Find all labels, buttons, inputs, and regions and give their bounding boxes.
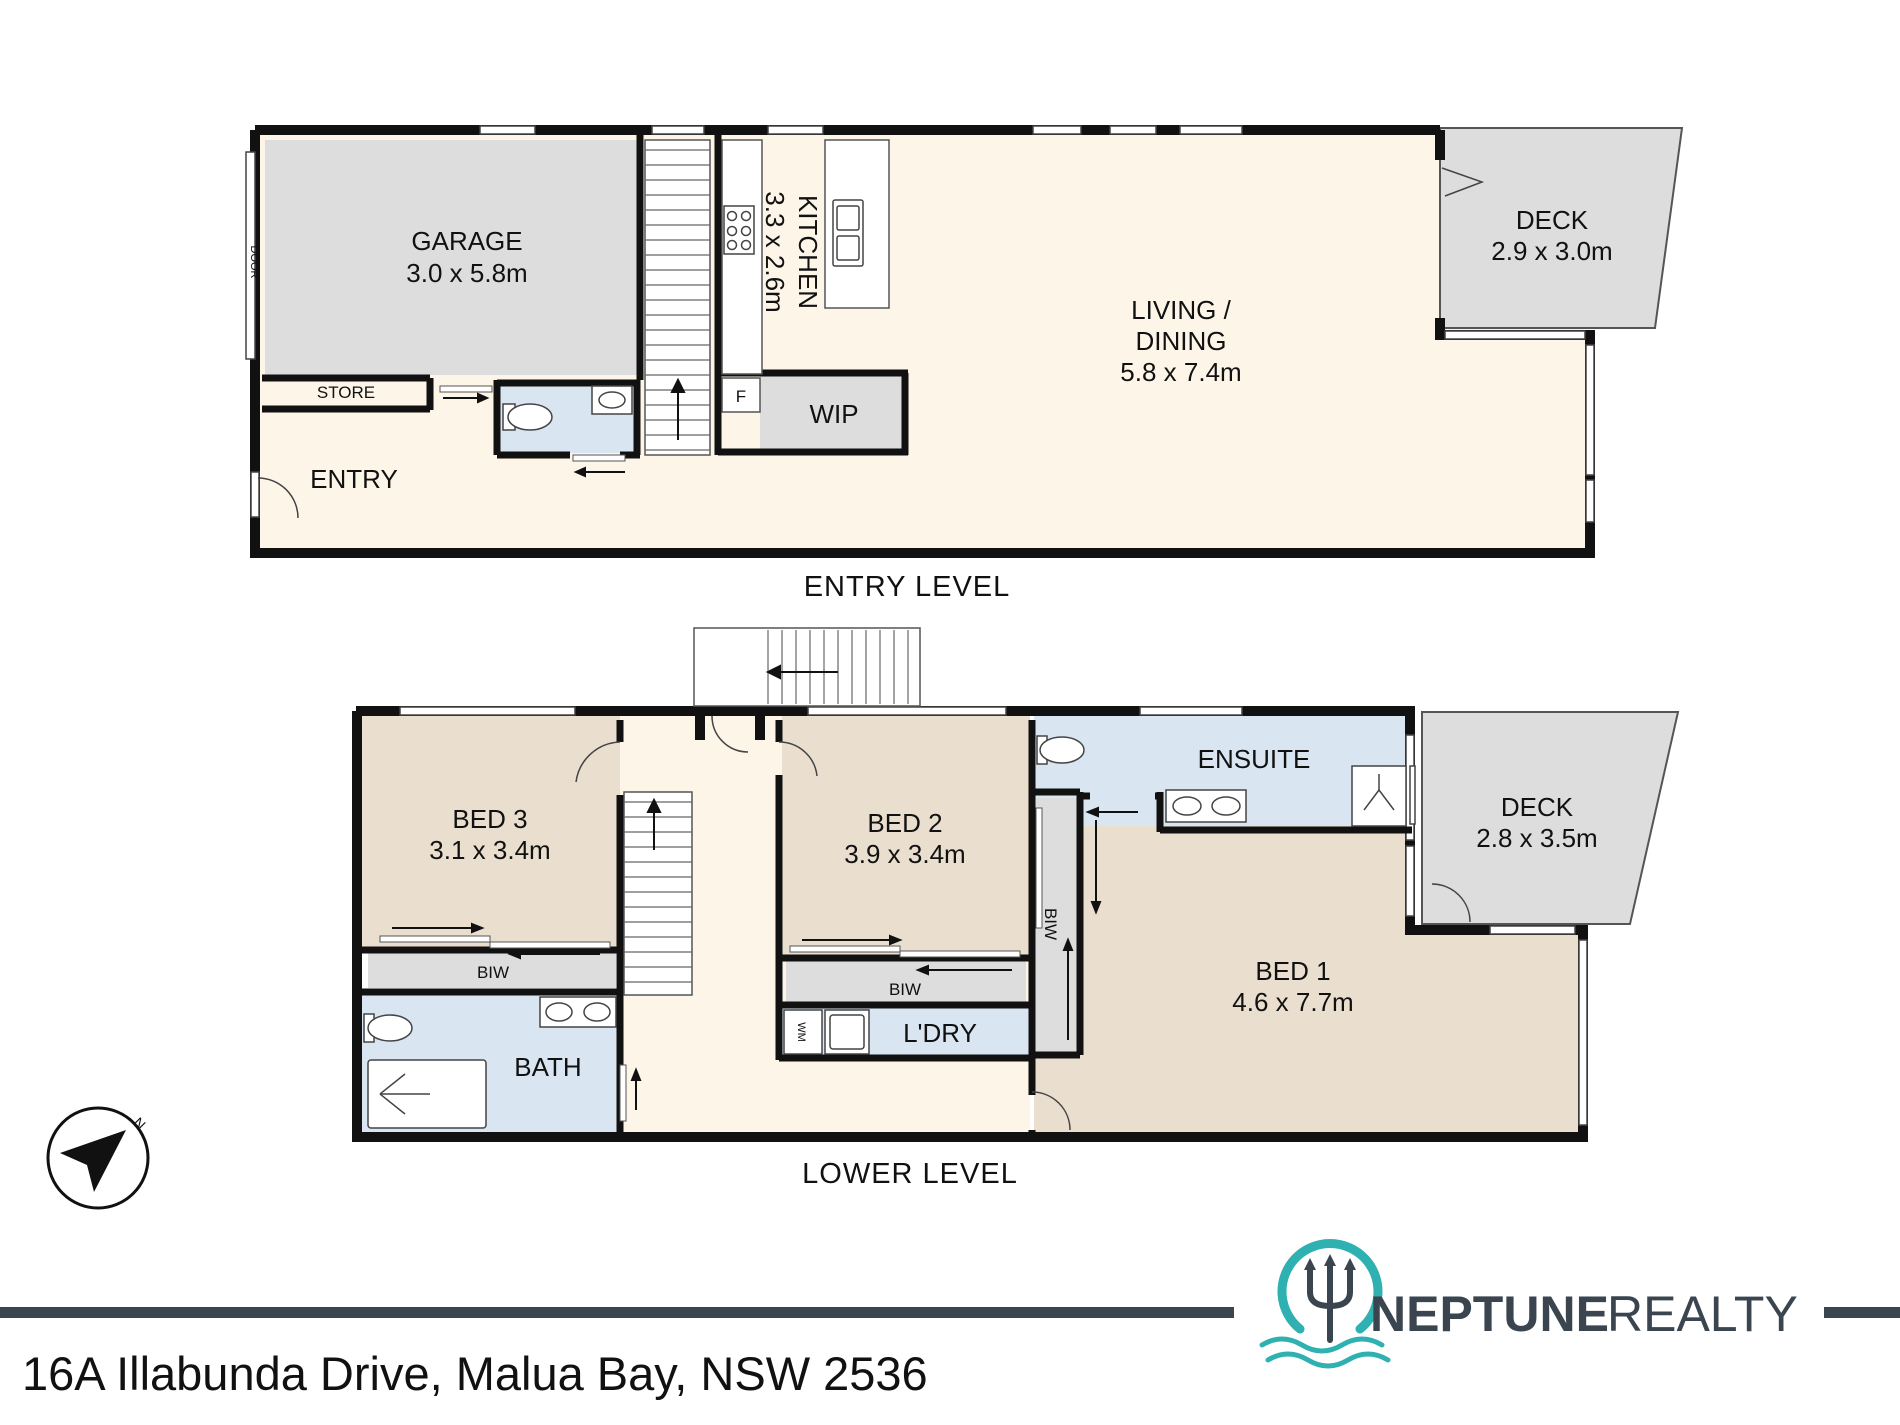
entry-stair-arrow-icon [670, 377, 686, 440]
ensuite-shower-icon [1351, 765, 1416, 827]
bed2-robe-label: BIW [889, 980, 921, 999]
entry-deck-floor [1440, 128, 1682, 328]
washing-machine-label: WM [795, 1022, 807, 1042]
toilet-icon [502, 403, 553, 431]
entry-level-title: ENTRY LEVEL [804, 571, 1011, 603]
lower-deck-outline [1421, 711, 1680, 925]
bath-sliding-door [619, 1064, 627, 1122]
laundry-floor [782, 1008, 1030, 1058]
kitchen-name: KITCHEN [793, 195, 823, 309]
bed3-floor [362, 716, 620, 948]
lower-stair-arrow-icon [646, 797, 662, 850]
garage-door [245, 151, 256, 360]
garage-door-label: DOOR [248, 246, 260, 279]
entry-deck-size: 2.9 x 3.0m [1491, 236, 1612, 266]
lower-deck-size: 2.8 x 3.5m [1476, 823, 1597, 853]
bed1-name: BED 1 [1255, 956, 1330, 986]
bath-toilet-icon [363, 1013, 413, 1043]
bed2-floor [782, 716, 1030, 956]
laundry-fixtures [783, 1009, 870, 1055]
bathtub-icon [367, 1059, 487, 1129]
bed2-robe [786, 958, 1026, 1002]
entry-deck-name: DECK [1516, 205, 1589, 235]
bed3-size: 3.1 x 3.4m [429, 835, 550, 865]
entry-windows [250, 125, 1595, 523]
laundry-label: L'DRY [903, 1018, 977, 1048]
bed3-robe-label: BIW [477, 963, 509, 982]
ensuite-label: ENSUITE [1198, 744, 1311, 774]
neptune-logo-icon [1259, 1239, 1391, 1369]
bed3-name: BED 3 [452, 804, 527, 834]
living-size: 5.8 x 7.4m [1120, 357, 1241, 387]
bath-label: BATH [514, 1052, 581, 1082]
footer-bar-right [1824, 1307, 1900, 1318]
lower-deck-floor [1422, 712, 1678, 924]
kitchen-island [824, 139, 890, 309]
wip-floor [760, 376, 902, 450]
lower-sliding-doors [392, 806, 1138, 1110]
bed1-floor [1034, 826, 1585, 1132]
entry-sliding-doors [439, 385, 626, 478]
lower-stair-treads [624, 801, 692, 983]
entry-label: ENTRY [310, 464, 398, 494]
brand-name-bold: NEPTUNE [1370, 1286, 1609, 1342]
external-stair-arrow-icon [765, 664, 838, 680]
deck-door-icon [1441, 167, 1485, 197]
bed1-robe-label: BIW [1041, 908, 1060, 940]
living-name-line2: DINING [1136, 326, 1227, 356]
bath-basin-icon [539, 996, 617, 1028]
cooktop-icon [723, 205, 755, 255]
external-step-treads [767, 630, 909, 704]
wip-label: WIP [809, 399, 858, 429]
basin-icon [591, 385, 633, 415]
ensuite-toilet-icon [1036, 735, 1085, 765]
bed1-size: 4.6 x 7.7m [1232, 987, 1353, 1017]
ensuite-basin-icon [1165, 789, 1247, 823]
fridge-label: F [736, 387, 746, 406]
kitchen-size: 3.3 x 2.6m [760, 191, 790, 312]
lower-stairs [623, 791, 693, 996]
garage-name: GARAGE [411, 226, 522, 256]
garage-floor [265, 140, 637, 375]
lower-level-title: LOWER LEVEL [802, 1158, 1018, 1190]
bed2-size: 3.9 x 3.4m [844, 839, 965, 869]
footer-bar-left [0, 1307, 1234, 1318]
entry-level-plan: DOOR F [245, 125, 1684, 603]
external-steps [693, 627, 921, 707]
kitchen-sink-icon [832, 199, 864, 267]
property-address: 16A Illabunda Drive, Malua Bay, NSW 2536 [22, 1347, 928, 1400]
garage-size: 3.0 x 5.8m [406, 258, 527, 288]
kitchen-bench [721, 139, 763, 375]
lower-robe-rails [379, 807, 1043, 958]
compass-icon: N [46, 1106, 150, 1210]
bed1-robe [1036, 798, 1080, 1052]
bed2-name: BED 2 [867, 808, 942, 838]
brand-name-light: REALTY [1607, 1286, 1798, 1342]
entry-door-swing [257, 477, 299, 519]
lower-deck-name: DECK [1501, 792, 1574, 822]
living-name-line1: LIVING / [1131, 295, 1231, 325]
fridge-space [721, 377, 761, 413]
lower-door-swings [575, 715, 1471, 1131]
entry-deck-outline [1439, 127, 1684, 329]
lower-level-plan: WM BED 3 3.1 x 3.4m BIW BATH BED 2 3.9 x… [352, 627, 1680, 1190]
store-label: STORE [317, 383, 375, 402]
